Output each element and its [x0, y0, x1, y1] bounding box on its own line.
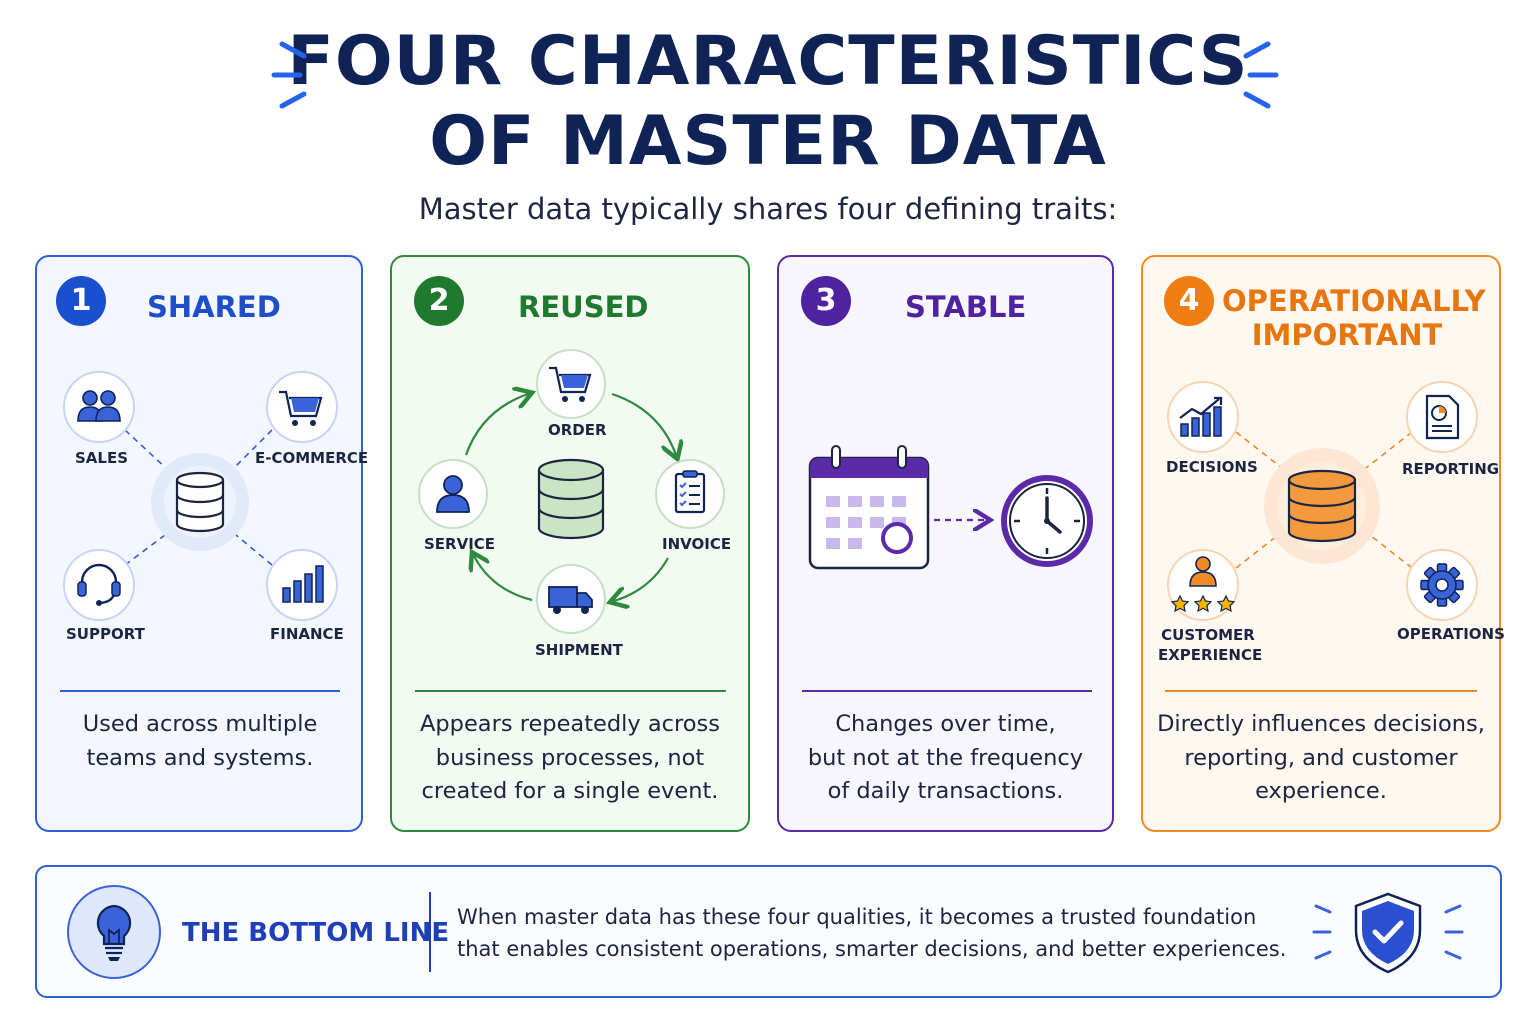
card-4-divider — [1165, 690, 1477, 692]
card-2-heading: REUSED — [518, 290, 649, 324]
page-title: FOUR CHARACTERISTICS OF MASTER DATA — [0, 22, 1536, 182]
label-invoice: INVOICE — [662, 535, 732, 553]
card-3-number: 3 — [801, 276, 851, 326]
card-2-desc-line-1: Appears repeatedly across — [419, 711, 720, 737]
right-burst-icon — [1243, 41, 1279, 109]
gear-icon — [1406, 549, 1478, 621]
bottom-line-title: THE BOTTOM LINE — [182, 918, 450, 948]
card-3-description: Changes over time, but not at the freque… — [782, 708, 1109, 809]
label-reporting: REPORTING — [1402, 460, 1500, 478]
title-line-1: FOUR CHARACTERISTICS — [287, 22, 1249, 101]
card-4-desc-line-1: Directly influences decisions, — [1157, 711, 1485, 737]
invoice-clipboard-icon — [655, 459, 725, 529]
bar-chart-icon — [266, 549, 338, 621]
card-2-description: Appears repeatedly across business proce… — [395, 708, 745, 809]
card-4-heading: OPERATIONALLY IMPORTANT — [1222, 284, 1486, 352]
headset-icon — [63, 549, 135, 621]
clock-icon — [1001, 475, 1093, 567]
service-person-icon — [418, 459, 488, 529]
shared-database-icon — [151, 453, 249, 551]
growth-chart-icon — [1167, 381, 1239, 453]
label-shipment: SHIPMENT — [535, 641, 623, 659]
shield-check-icon — [1312, 892, 1464, 974]
card-3-desc-line-2: but not at the frequency — [807, 744, 1084, 771]
reused-database-icon — [537, 458, 605, 540]
label-experience: EXPERIENCE — [1158, 646, 1263, 664]
card-1-desc-line-2: teams and systems. — [86, 744, 314, 771]
team-icon — [63, 371, 135, 443]
label-service: SERVICE — [424, 535, 496, 553]
lightbulb-icon — [67, 885, 161, 979]
card-1-description: Used across multiple teams and systems. — [40, 708, 360, 775]
card-4-heading-line-1: OPERATIONALLY — [1222, 284, 1486, 318]
card-1-heading: SHARED — [147, 290, 281, 324]
card-4-desc-line-2: reporting, and customer — [1184, 744, 1458, 771]
card-3-heading: STABLE — [905, 290, 1027, 324]
card-2-desc-line-2: business processes, not — [435, 744, 705, 771]
bottom-line-text-2: that enables consistent operations, smar… — [457, 937, 1287, 961]
label-decisions: DECISIONS — [1166, 458, 1258, 476]
card-4-description: Directly influences decisions, reporting… — [1146, 708, 1496, 809]
card-4-heading-line-2: IMPORTANT — [1251, 318, 1443, 352]
card-2-divider — [415, 690, 726, 692]
shipment-truck-icon — [536, 564, 606, 634]
label-finance: FINANCE — [270, 625, 344, 643]
page-subtitle: Master data typically shares four defini… — [418, 192, 1118, 226]
card-4-number: 4 — [1164, 276, 1214, 326]
card-3-desc-line-1: Changes over time, — [835, 711, 1056, 737]
card-2-number: 2 — [414, 276, 464, 326]
card-3-desc-line-3: of daily transactions. — [827, 778, 1064, 804]
card-4-desc-line-3: experience. — [1255, 778, 1387, 804]
calendar-icon — [808, 445, 930, 570]
bottom-line-text-1: When master data has these four qualitie… — [457, 905, 1257, 929]
label-ecommerce: E-COMMERCE — [255, 449, 369, 467]
card-3-divider — [802, 690, 1092, 692]
left-burst-icon — [271, 41, 307, 109]
card-1-divider — [60, 690, 340, 692]
report-icon — [1406, 381, 1478, 453]
label-customer-experience: CUSTOMER EXPERIENCE — [1158, 625, 1263, 665]
title-line-2: OF MASTER DATA — [429, 102, 1107, 181]
label-order: ORDER — [548, 421, 607, 439]
card-1-number: 1 — [56, 276, 106, 326]
bottom-line-text: When master data has these four qualitie… — [457, 901, 1286, 965]
label-support: SUPPORT — [66, 625, 145, 643]
label-customer: CUSTOMER — [1161, 626, 1255, 644]
customer-rating-icon — [1167, 549, 1239, 621]
card-1-desc-line-1: Used across multiple — [82, 711, 318, 737]
label-operations: OPERATIONS — [1397, 625, 1505, 643]
order-cart-icon — [536, 349, 606, 419]
label-sales: SALES — [75, 449, 129, 467]
bottom-line-separator — [429, 892, 431, 972]
cart-icon — [266, 371, 338, 443]
operational-database-icon — [1264, 448, 1380, 564]
card-2-desc-line-3: created for a single event. — [421, 778, 719, 804]
bottom-line-panel — [35, 865, 1502, 998]
